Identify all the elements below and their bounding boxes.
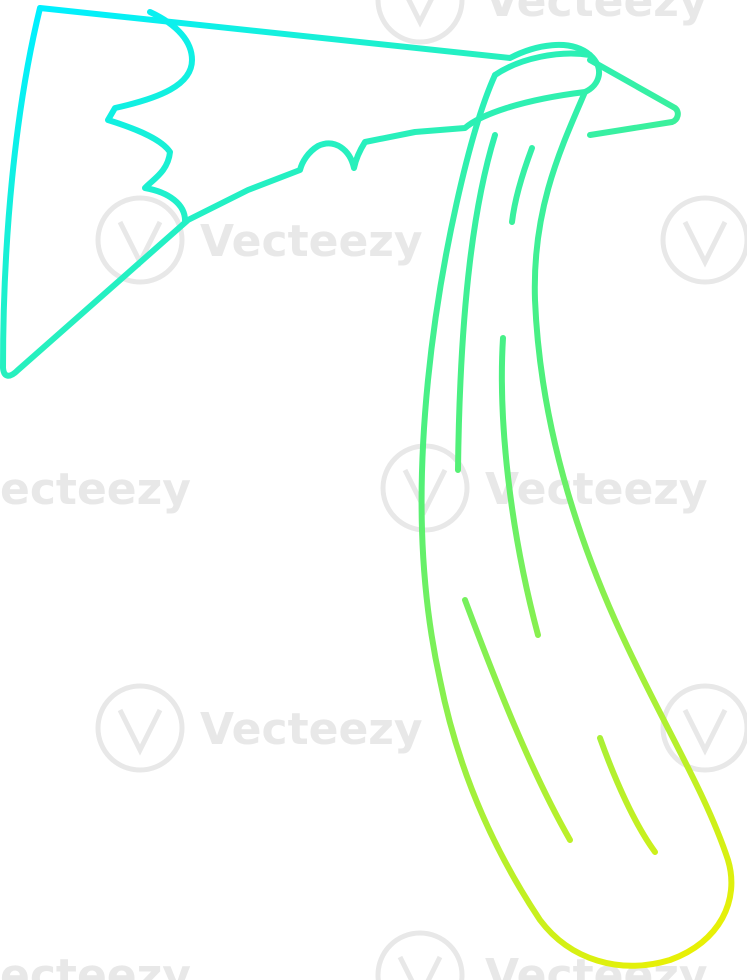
watermark-logo-icon [375,930,465,980]
axe-handle-outline [418,72,735,969]
watermark-text: Vecteezy [485,950,708,980]
watermark-logo-icon [95,683,185,773]
handle-grain-line [509,145,535,225]
watermark-logo-icon [375,0,465,45]
watermark-text: Vecteezy [200,704,423,755]
axe-handle-cap [492,50,593,78]
watermark-text: Vecteezy [485,464,708,515]
watermark-logo-icon [660,195,747,285]
blade-edge-line [105,9,195,225]
watermark-logo-icon [660,683,747,773]
watermark-text: ecteezy [0,464,191,515]
handle-grain-line [455,132,498,473]
watermark-text: ecteezy [0,950,191,980]
watermark-text: Vecteezy [485,0,708,27]
handle-grain-line [462,597,573,843]
handle-grain-line [498,335,541,638]
hatchet-lines [0,5,735,969]
handle-grain-line [597,735,658,855]
watermark-text: Vecteezy [200,216,423,267]
axe-blade-outline [0,5,602,379]
watermark-text-layer: Vecteezy ecteezy Vecteezy Vecteezy Vecte… [0,0,708,980]
axe-poll-spike [587,57,681,138]
